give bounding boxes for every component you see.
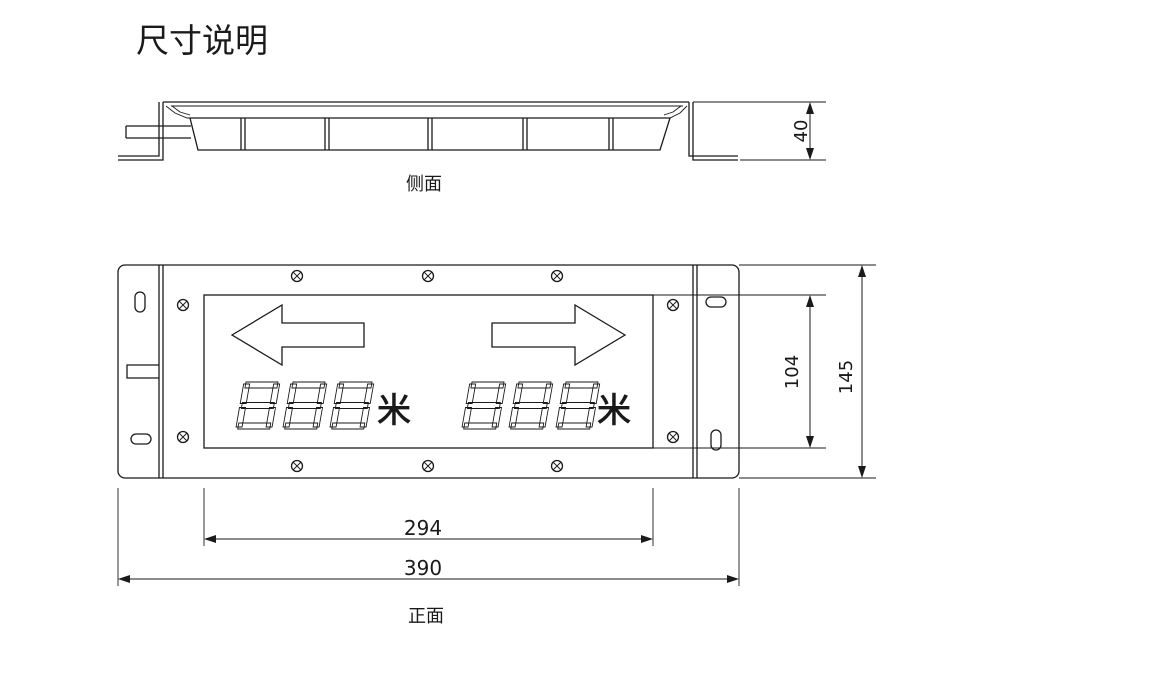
front-view: 米 米 104 145 294 390 正面 <box>117 264 876 627</box>
screw-icon <box>666 298 680 312</box>
outer-width-dimension: 390 <box>404 556 442 580</box>
screw-icon <box>421 459 435 473</box>
inner-width-dimension: 294 <box>404 516 442 540</box>
side-height-dimension: 40 <box>791 120 812 143</box>
mounting-slot-icon <box>710 429 722 451</box>
right-unit-label: 米 <box>597 391 631 431</box>
arrow-right-icon <box>491 303 627 367</box>
screw-icon <box>176 430 190 444</box>
left-unit-label: 米 <box>377 391 411 431</box>
side-view: 40 侧面 <box>118 101 826 195</box>
screw-icon <box>666 430 680 444</box>
side-view-caption: 侧面 <box>406 174 442 195</box>
mounting-slot-icon <box>134 291 146 313</box>
outer-height-dimension: 145 <box>836 360 857 394</box>
seven-segment-digit <box>282 381 328 430</box>
front-view-caption: 正面 <box>408 606 444 627</box>
screw-icon <box>421 269 435 283</box>
mounting-slot-icon <box>705 296 727 308</box>
right-distance-display <box>461 381 601 430</box>
arrow-left-icon <box>230 303 365 367</box>
screw-icon <box>290 459 304 473</box>
seven-segment-digit <box>555 381 601 430</box>
screw-icon <box>550 459 564 473</box>
screw-icon <box>290 269 304 283</box>
seven-segment-digit <box>461 381 507 430</box>
screw-icon <box>176 298 190 312</box>
page-title: 尺寸说明 <box>136 21 268 60</box>
left-distance-display <box>235 381 375 430</box>
mounting-slot-icon <box>130 433 152 445</box>
seven-segment-digit <box>329 381 375 430</box>
seven-segment-digit <box>235 381 281 430</box>
inner-height-dimension: 104 <box>782 355 803 389</box>
seven-segment-digit <box>508 381 554 430</box>
screw-icon <box>550 269 564 283</box>
